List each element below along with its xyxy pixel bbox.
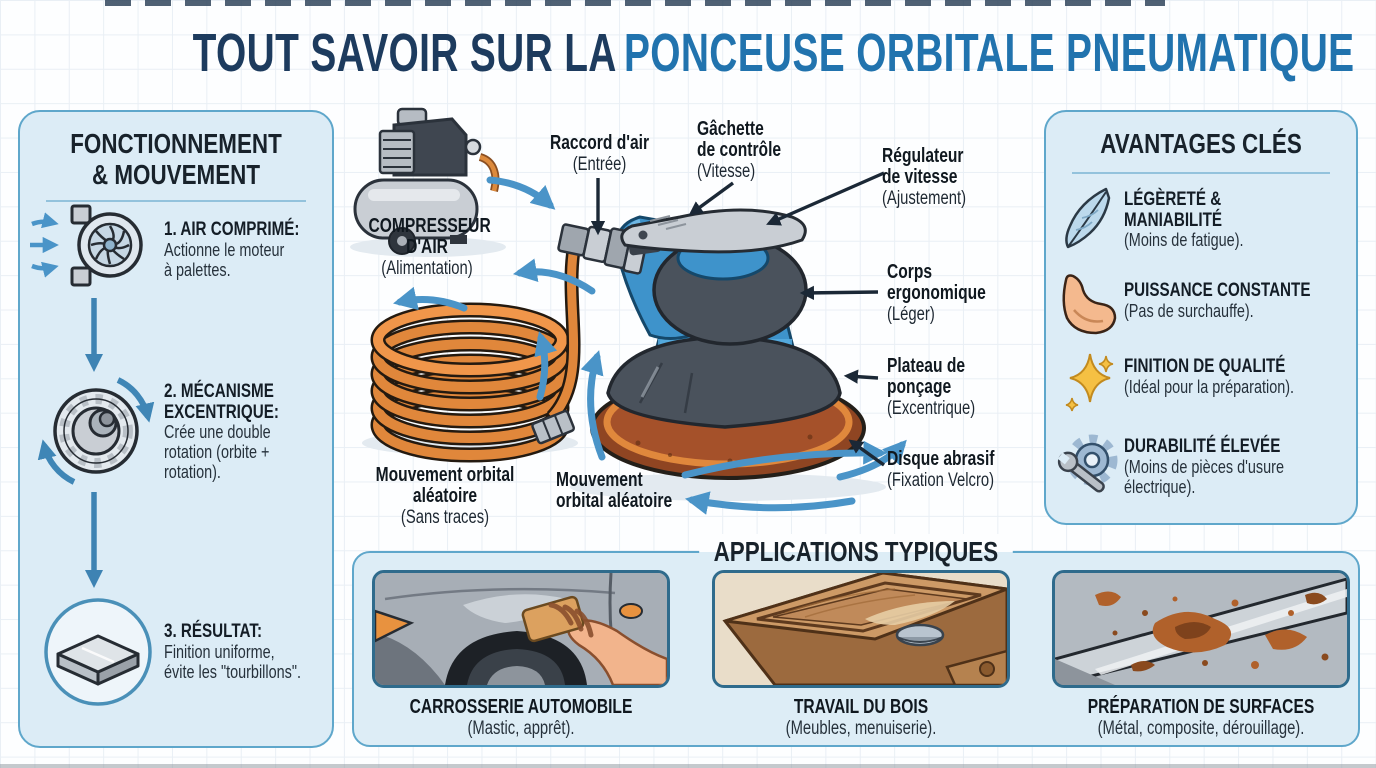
- down-arrow-icon: [85, 298, 103, 372]
- cropped-text-artifact: [105, 0, 1165, 6]
- benefit-4-text: DURABILITÉ ÉLEVÉE (Moins de pièces d'usu…: [1124, 435, 1284, 497]
- benefit-1-text: LÉGÈRETÉ & MANIABILITÉ (Moins de fatigue…: [1124, 188, 1244, 250]
- sander-diagram-illustration: [350, 107, 907, 515]
- benefit-4-title: DURABILITÉ ÉLEVÉE: [1124, 435, 1281, 457]
- left-panel-divider: [46, 200, 306, 202]
- benefit-3-title: FINITION DE QUALITÉ: [1124, 355, 1286, 377]
- benefit-2-title: PUISSANCE CONSTANTE: [1124, 279, 1311, 301]
- eccentric-mechanism-icon: [37, 377, 155, 485]
- feather-icon: [1065, 187, 1111, 249]
- step-3-text: 3. RÉSULTAT: Finition uniforme, évite le…: [164, 620, 301, 682]
- compressor-label: COMPRESSEUR D'AIR (Alimentation): [368, 215, 491, 280]
- app-card-bois: [712, 570, 1010, 688]
- benefit-3-text: FINITION DE QUALITÉ (Idéal pour la prépa…: [1124, 355, 1295, 397]
- right-panel-divider: [1072, 172, 1330, 174]
- callout-gachette: Gâchette de contrôle (Vitesse): [697, 118, 782, 183]
- wood-furniture-illustration: [715, 573, 1007, 685]
- step-1-title: 1. AIR COMPRIMÉ:: [164, 218, 300, 240]
- callout-plateau: Plateau de ponçage (Excentrique): [887, 355, 976, 420]
- applications-heading: APPLICATIONS TYPIQUES: [699, 534, 1013, 570]
- motion-label-left: Mouvement orbital aléatoire (Sans traces…: [375, 464, 515, 529]
- step-2-title: 2. MÉCANISME: [164, 380, 274, 402]
- left-panel-heading: FONCTIONNEMENT & MOUVEMENT: [51, 128, 301, 190]
- caption-bois: TRAVAIL DU BOIS (Meubles, menuiserie).: [785, 696, 937, 739]
- air-compressor-illustration: [353, 107, 500, 255]
- coiled-air-hose-illustration: [370, 245, 581, 463]
- applications-heading-wrap: APPLICATIONS TYPIQUES: [352, 534, 1360, 570]
- bottom-edge-artifact: [0, 764, 1376, 768]
- callout-raccord-air: Raccord d'air (Entrée): [549, 132, 650, 176]
- muscle-icon: [1062, 274, 1117, 335]
- car-body-sanding-illustration: [375, 573, 667, 685]
- callout-corps: Corps ergonomique (Léger): [887, 261, 986, 326]
- caption-surfaces: PRÉPARATION DE SURFACES (Métal, composit…: [1087, 696, 1315, 739]
- right-panel-heading: AVANTAGES CLÉS: [1100, 128, 1302, 159]
- air-vane-motor-icon: [30, 204, 143, 287]
- uniform-finish-icon: [44, 598, 152, 706]
- benefit-1-title: LÉGÈRETÉ &: [1124, 188, 1222, 210]
- app-card-carrosserie: [372, 570, 670, 688]
- callout-regulateur: Régulateur de vitesse (Ajustement): [882, 145, 967, 210]
- sparkles-icon: [1065, 353, 1114, 412]
- step-2-text: 2. MÉCANISME EXCENTRIQUE: Crée une doubl…: [164, 380, 279, 482]
- callout-disque: Disque abrasif (Fixation Velcro): [887, 448, 995, 492]
- title-normal-part: TOUT SAVOIR SUR LA: [192, 23, 617, 83]
- left-heading-line2: & MOUVEMENT: [92, 159, 260, 190]
- step-3-title: 3. RÉSULTAT:: [164, 620, 263, 642]
- gear-wrench-icon: [1057, 434, 1118, 493]
- motion-label-center: Mouvement orbital aléatoire: [556, 469, 673, 512]
- rusty-metal-surface-illustration: [1055, 573, 1347, 685]
- caption-carrosserie: CARROSSERIE AUTOMOBILE (Mastic, apprêt).: [409, 696, 633, 739]
- title-highlight-part: PONCEUSE ORBITALE PNEUMATIQUE: [623, 23, 1355, 83]
- down-arrow-icon: [85, 492, 103, 588]
- left-heading-line1: FONCTIONNEMENT: [70, 128, 282, 159]
- orbital-sander-illustration: [557, 208, 866, 480]
- callout-arrows: [590, 171, 885, 467]
- app-card-surfaces: [1052, 570, 1350, 688]
- step-1-text: 1. AIR COMPRIMÉ: Actionne le moteur à pa…: [164, 218, 300, 280]
- benefit-2-text: PUISSANCE CONSTANTE (Pas de surchauffe).: [1124, 279, 1311, 321]
